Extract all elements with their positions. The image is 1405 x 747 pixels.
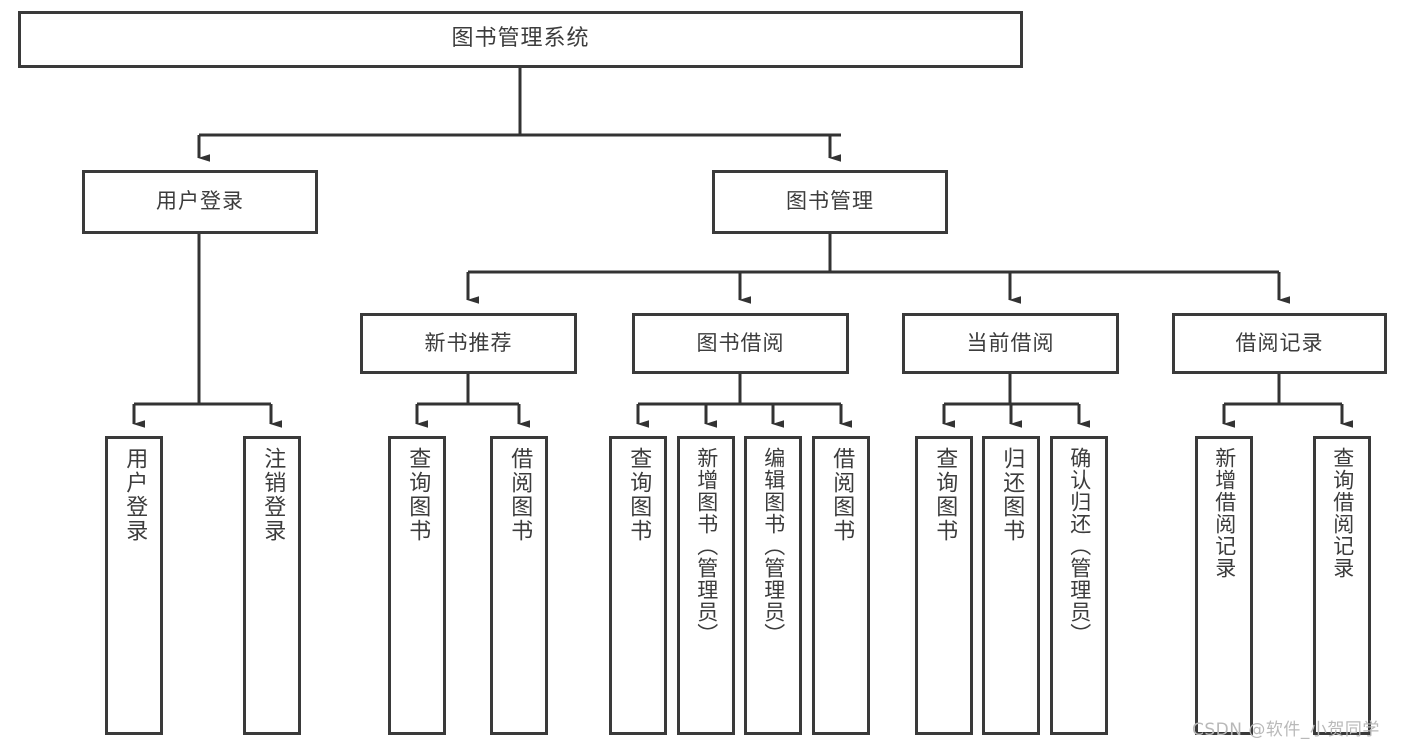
leaf-borrow-borrow-book[interactable]: 借阅图书 (812, 436, 870, 735)
node-book-management[interactable]: 图书管理 (712, 170, 948, 234)
leaf-newbook-borrow-book[interactable]: 借阅图书 (490, 436, 548, 735)
node-book-management-label: 图书管理 (786, 189, 874, 214)
leaf-records-add-record-label: 新增借阅记录 (1212, 447, 1237, 579)
leaf-newbook-borrow-book-label: 借阅图书 (507, 447, 533, 543)
leaf-current-query-book-label: 查询图书 (932, 447, 958, 543)
node-borrow-records[interactable]: 借阅记录 (1172, 313, 1387, 374)
leaf-records-add-record[interactable]: 新增借阅记录 (1195, 436, 1253, 735)
leaf-current-confirm-return-admin-label: 确认归还（管理员） (1067, 447, 1092, 645)
node-current-borrow[interactable]: 当前借阅 (902, 313, 1119, 374)
leaf-records-query-record-label: 查询借阅记录 (1330, 447, 1355, 579)
leaf-current-confirm-return-admin[interactable]: 确认归还（管理员） (1050, 436, 1108, 735)
leaf-newbook-query-book-label: 查询图书 (405, 447, 431, 543)
node-current-borrow-label: 当前借阅 (966, 330, 1055, 355)
csdn-watermark: CSDN @软件_小贺同学 (1192, 720, 1380, 740)
leaf-borrow-add-book-admin-label: 新增图书（管理员） (694, 447, 719, 645)
node-book-borrow-label: 图书借阅 (696, 330, 785, 355)
leaf-newbook-query-book[interactable]: 查询图书 (388, 436, 446, 735)
leaf-logout[interactable]: 注销登录 (243, 436, 301, 735)
leaf-borrow-query-book-label: 查询图书 (626, 447, 652, 543)
leaf-borrow-borrow-book-label: 借阅图书 (829, 447, 855, 543)
node-root-label: 图书管理系统 (451, 26, 590, 52)
leaf-current-query-book[interactable]: 查询图书 (915, 436, 973, 735)
node-root[interactable]: 图书管理系统 (18, 11, 1023, 68)
leaf-borrow-edit-book-admin[interactable]: 编辑图书（管理员） (744, 436, 802, 735)
node-borrow-records-label: 借阅记录 (1235, 330, 1324, 355)
leaf-current-return-book[interactable]: 归还图书 (982, 436, 1040, 735)
leaf-borrow-edit-book-admin-label: 编辑图书（管理员） (761, 447, 786, 645)
node-book-borrow[interactable]: 图书借阅 (632, 313, 849, 374)
leaf-user-login-label: 用户登录 (122, 447, 148, 543)
leaf-borrow-query-book[interactable]: 查询图书 (609, 436, 667, 735)
node-new-book-recommend-label: 新书推荐 (424, 330, 513, 355)
node-new-book-recommend[interactable]: 新书推荐 (360, 313, 577, 374)
leaf-logout-label: 注销登录 (260, 447, 286, 543)
node-user-login-label: 用户登录 (156, 189, 244, 214)
leaf-current-return-book-label: 归还图书 (999, 447, 1025, 543)
leaf-records-query-record[interactable]: 查询借阅记录 (1313, 436, 1371, 735)
leaf-borrow-add-book-admin[interactable]: 新增图书（管理员） (677, 436, 735, 735)
leaf-user-login[interactable]: 用户登录 (105, 436, 163, 735)
node-user-login[interactable]: 用户登录 (82, 170, 318, 234)
